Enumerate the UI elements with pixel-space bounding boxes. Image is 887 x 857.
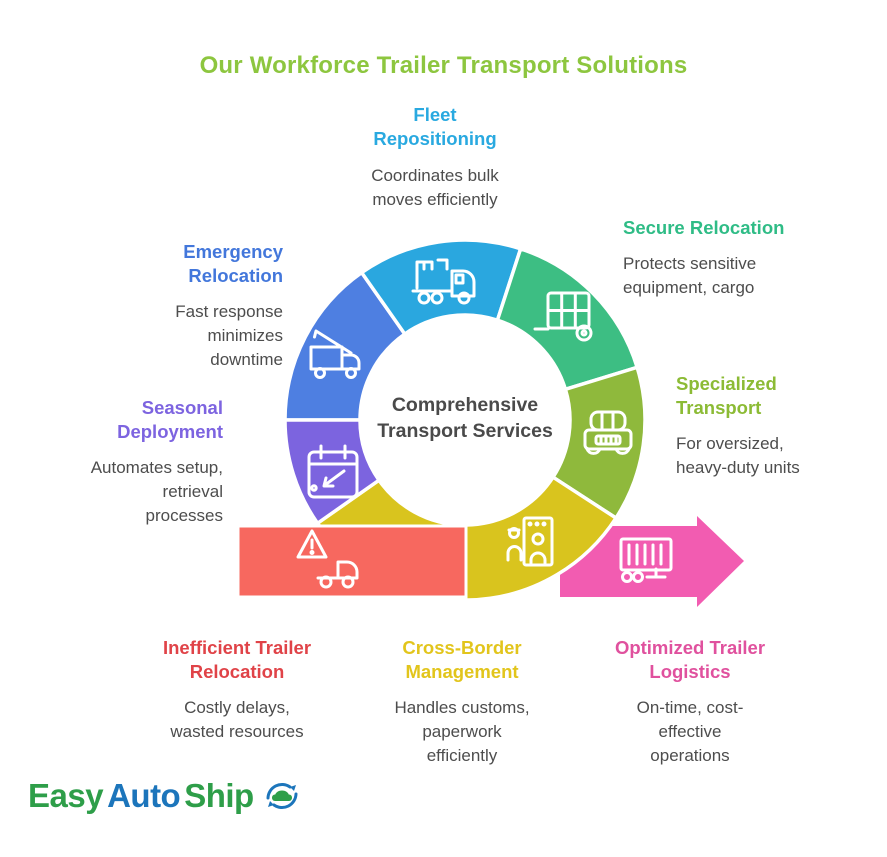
desc-line: retrieval bbox=[162, 482, 223, 501]
emergency-relocation-heading: Emergency Relocation bbox=[93, 240, 283, 288]
optimized-logistics-desc: On-time, cost- effective operations bbox=[580, 696, 800, 768]
seasonal-deployment-desc: Automates setup, retrieval processes bbox=[23, 456, 223, 528]
secure-relocation-heading: Secure Relocation bbox=[623, 216, 853, 240]
heading-line: Cross-Border bbox=[402, 637, 522, 658]
desc-line: Protects sensitive bbox=[623, 254, 757, 273]
crossborder-management-desc: Handles customs, paperwork efficiently bbox=[352, 696, 572, 768]
center-label-line1: Comprehensive bbox=[391, 394, 539, 416]
logo-text-easy: Easy bbox=[28, 777, 104, 814]
desc-line: equipment, cargo bbox=[623, 278, 755, 297]
secure-relocation-desc: Protects sensitive equipment, cargo bbox=[623, 252, 853, 300]
car-carrier-truck-icon bbox=[411, 258, 476, 305]
heading-line: Fleet bbox=[413, 104, 457, 125]
desc-line: Coordinates bulk bbox=[371, 166, 499, 185]
logo-text-ship: Ship bbox=[184, 777, 254, 814]
desc-line: heavy-duty units bbox=[676, 458, 800, 477]
heading-line: Secure Relocation bbox=[623, 217, 785, 238]
heading-line: Deployment bbox=[117, 421, 223, 442]
heading-line: Relocation bbox=[189, 661, 285, 682]
page-title: Our Workforce Trailer Transport Solution… bbox=[199, 52, 688, 79]
center-label: Comprehensive Transport Services bbox=[355, 392, 575, 444]
desc-line: operations bbox=[650, 746, 730, 765]
heading-line: Inefficient Trailer bbox=[162, 637, 312, 658]
desc-line: paperwork bbox=[422, 722, 502, 741]
heading-line: Logistics bbox=[649, 661, 731, 682]
container-trailer-icon bbox=[619, 537, 673, 583]
center-disc bbox=[360, 315, 570, 525]
segment-seasonal-deployment bbox=[283, 418, 381, 525]
inefficient-relocation-heading: Inefficient Trailer Relocation bbox=[122, 636, 352, 684]
desc-line: processes bbox=[145, 506, 223, 525]
desc-line: Costly delays, bbox=[184, 698, 290, 717]
desc-line: moves efficiently bbox=[372, 190, 498, 209]
customs-checkpoint-icon bbox=[506, 516, 554, 567]
heading-line: Optimized Trailer bbox=[614, 637, 766, 658]
desc-line: downtime bbox=[210, 350, 283, 369]
heavy-truck-front-icon bbox=[583, 410, 633, 455]
specialized-transport-heading: Specialized Transport bbox=[676, 372, 876, 420]
heading-line: Relocation bbox=[188, 265, 283, 286]
cargo-trailer-icon bbox=[533, 291, 593, 342]
calendar-schedule-icon bbox=[307, 444, 359, 499]
desc-line: wasted resources bbox=[170, 722, 304, 741]
heading-line: Emergency bbox=[183, 241, 283, 262]
specialized-transport-desc: For oversized, heavy-duty units bbox=[676, 432, 876, 480]
car-recycle-icon bbox=[266, 782, 298, 810]
heading-line: Seasonal bbox=[141, 397, 223, 418]
heading-line: Management bbox=[405, 661, 519, 682]
desc-line: Automates setup, bbox=[90, 458, 223, 477]
desc-line: efficiently bbox=[426, 746, 498, 765]
desc-line: For oversized, bbox=[676, 434, 784, 453]
logo-text-auto: Auto bbox=[107, 777, 181, 814]
seasonal-deployment-heading: Seasonal Deployment bbox=[23, 396, 223, 444]
optimized-logistics-heading: Optimized Trailer Logistics bbox=[580, 636, 800, 684]
heading-line: Transport bbox=[676, 397, 762, 418]
fleet-repositioning-heading: Fleet Repositioning bbox=[320, 103, 550, 151]
desc-line: effective bbox=[658, 722, 722, 741]
warning-truck-icon bbox=[296, 529, 359, 589]
desc-line: Handles customs, bbox=[394, 698, 530, 717]
fleet-repositioning-desc: Coordinates bulk moves efficiently bbox=[320, 164, 550, 212]
heading-line: Repositioning bbox=[373, 128, 497, 149]
crossborder-management-heading: Cross-Border Management bbox=[352, 636, 572, 684]
desc-line: minimizes bbox=[207, 326, 283, 345]
emergency-relocation-desc: Fast response minimizes downtime bbox=[93, 300, 283, 372]
inefficient-relocation-desc: Costly delays, wasted resources bbox=[122, 696, 352, 744]
desc-line: On-time, cost- bbox=[636, 698, 744, 717]
desc-line: Fast response bbox=[175, 302, 283, 321]
tow-crane-truck-icon bbox=[309, 329, 361, 379]
heading-line: Specialized bbox=[676, 373, 777, 394]
center-label-line2: Transport Services bbox=[377, 420, 553, 442]
